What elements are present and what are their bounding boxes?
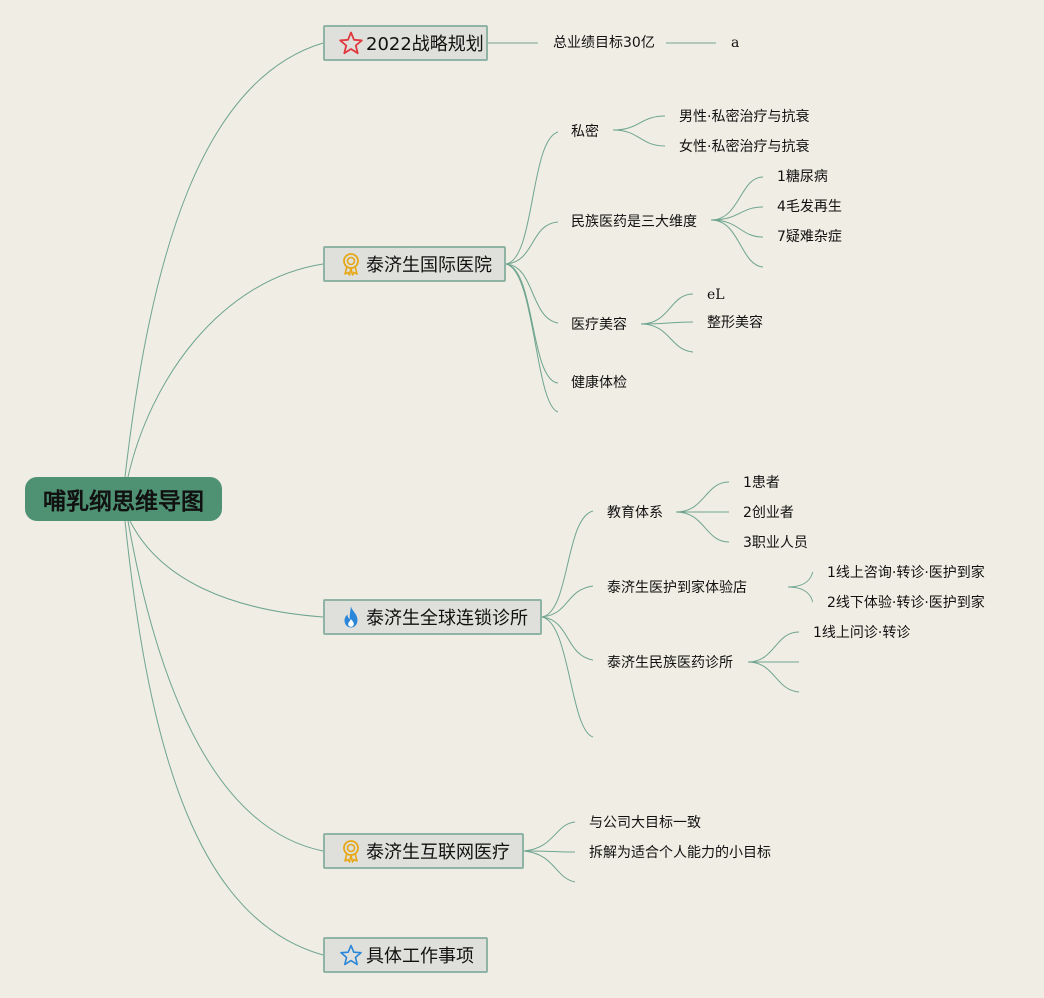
hospital-ethnic-medicine[interactable]: 民族医药是三大维度 (571, 214, 697, 230)
topic-internet[interactable]: 泰济生互联网医疗 (323, 833, 524, 869)
ethnic-clinic-item-online[interactable]: 1线上问诊·转诊 (813, 625, 911, 641)
internet-item-aligned[interactable]: 与公司大目标一致 (589, 815, 701, 831)
clinics-homecare[interactable]: 泰济生医护到家体验店 (607, 580, 747, 596)
ethnic-item-diabetes[interactable]: 1糖尿病 (777, 169, 828, 185)
privacy-item-male[interactable]: 男性·私密治疗与抗衰 (679, 109, 810, 125)
clinics-education[interactable]: 教育体系 (607, 505, 663, 521)
beauty-item-el[interactable]: eL (707, 287, 725, 303)
topic-label: 泰济生国际医院 (366, 255, 492, 276)
topic-hospital[interactable]: 泰济生国际医院 (323, 246, 506, 282)
blue-star-icon (339, 943, 363, 967)
gold-medal-icon (339, 839, 363, 863)
topic-clinics[interactable]: 泰济生全球连锁诊所 (323, 599, 542, 635)
topic-label: 泰济生互联网医疗 (366, 842, 510, 863)
topic-label: 泰济生全球连锁诊所 (366, 608, 528, 629)
flame-icon (339, 605, 363, 629)
topic-label: 具体工作事项 (366, 946, 474, 967)
homecare-item-online[interactable]: 1线上咨询·转诊·医护到家 (827, 565, 985, 581)
clinics-ethnic-clinic[interactable]: 泰济生民族医药诊所 (607, 655, 733, 671)
topic-strategy[interactable]: 2022战略规划 (323, 25, 488, 61)
gold-medal-icon (339, 252, 363, 276)
strategy-grandchild[interactable]: a (731, 35, 740, 51)
hospital-checkup[interactable]: 健康体检 (571, 375, 627, 391)
topic-tasks[interactable]: 具体工作事项 (323, 937, 488, 973)
strategy-child[interactable]: 总业绩目标30亿 (553, 35, 655, 51)
red-star-icon (339, 31, 363, 55)
education-item-patients[interactable]: 1患者 (743, 475, 780, 491)
topic-label: 2022战略规划 (366, 34, 484, 55)
internet-item-breakdown[interactable]: 拆解为适合个人能力的小目标 (589, 845, 771, 861)
hospital-privacy[interactable]: 私密 (571, 124, 599, 140)
beauty-item-plastic[interactable]: 整形美容 (707, 315, 763, 331)
root-node[interactable]: 哺乳纲思维导图 (25, 477, 222, 521)
ethnic-item-complex[interactable]: 7疑难杂症 (777, 229, 842, 245)
hospital-beauty[interactable]: 医疗美容 (571, 317, 627, 333)
homecare-item-offline[interactable]: 2线下体验·转诊·医护到家 (827, 595, 985, 611)
privacy-item-female[interactable]: 女性·私密治疗与抗衰 (679, 139, 810, 155)
ethnic-item-hair[interactable]: 4毛发再生 (777, 199, 842, 215)
education-item-professionals[interactable]: 3职业人员 (743, 535, 808, 551)
education-item-entrepreneurs[interactable]: 2创业者 (743, 505, 794, 521)
